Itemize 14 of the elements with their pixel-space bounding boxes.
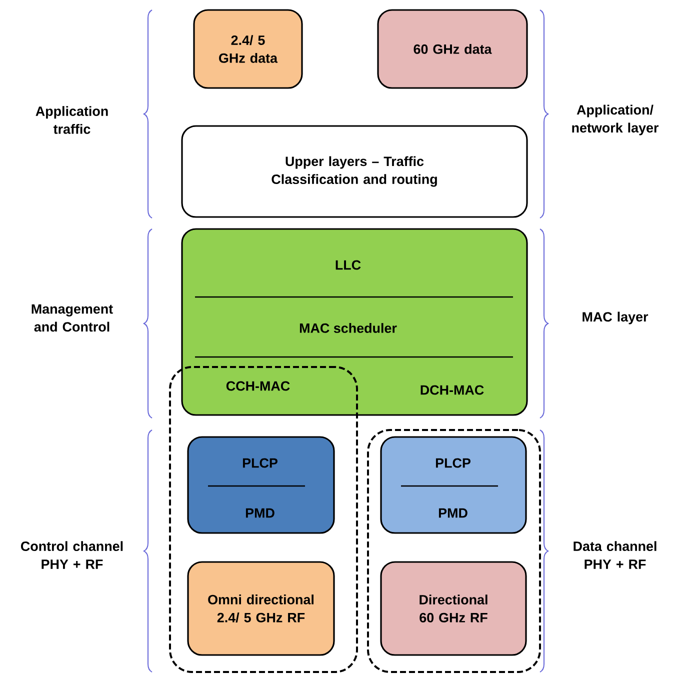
dashed-group-box: [367, 429, 541, 673]
process-box: 60 GHz data: [377, 9, 528, 89]
process-box: PLCP PMD: [187, 436, 335, 534]
process-box: 2.4/ 5 GHz data: [193, 9, 303, 89]
process-box: Upper layers – Traffic Classification and routing: [181, 125, 528, 218]
side-label: MAC layer: [582, 312, 648, 324]
process-box: Directional 60 GHz RF: [380, 561, 527, 656]
side-label: Data channel PHY + RF: [574, 541, 656, 569]
side-label: Application traffic: [36, 106, 108, 134]
process-box: Omni directional 2.4/ 5 GHz RF: [187, 561, 335, 656]
side-label: Control channel PHY + RF: [21, 541, 123, 569]
side-label: Application/ network layer: [572, 104, 659, 136]
process-box: PLCP PMD: [380, 436, 527, 534]
side-label: Management and Control: [32, 304, 113, 332]
